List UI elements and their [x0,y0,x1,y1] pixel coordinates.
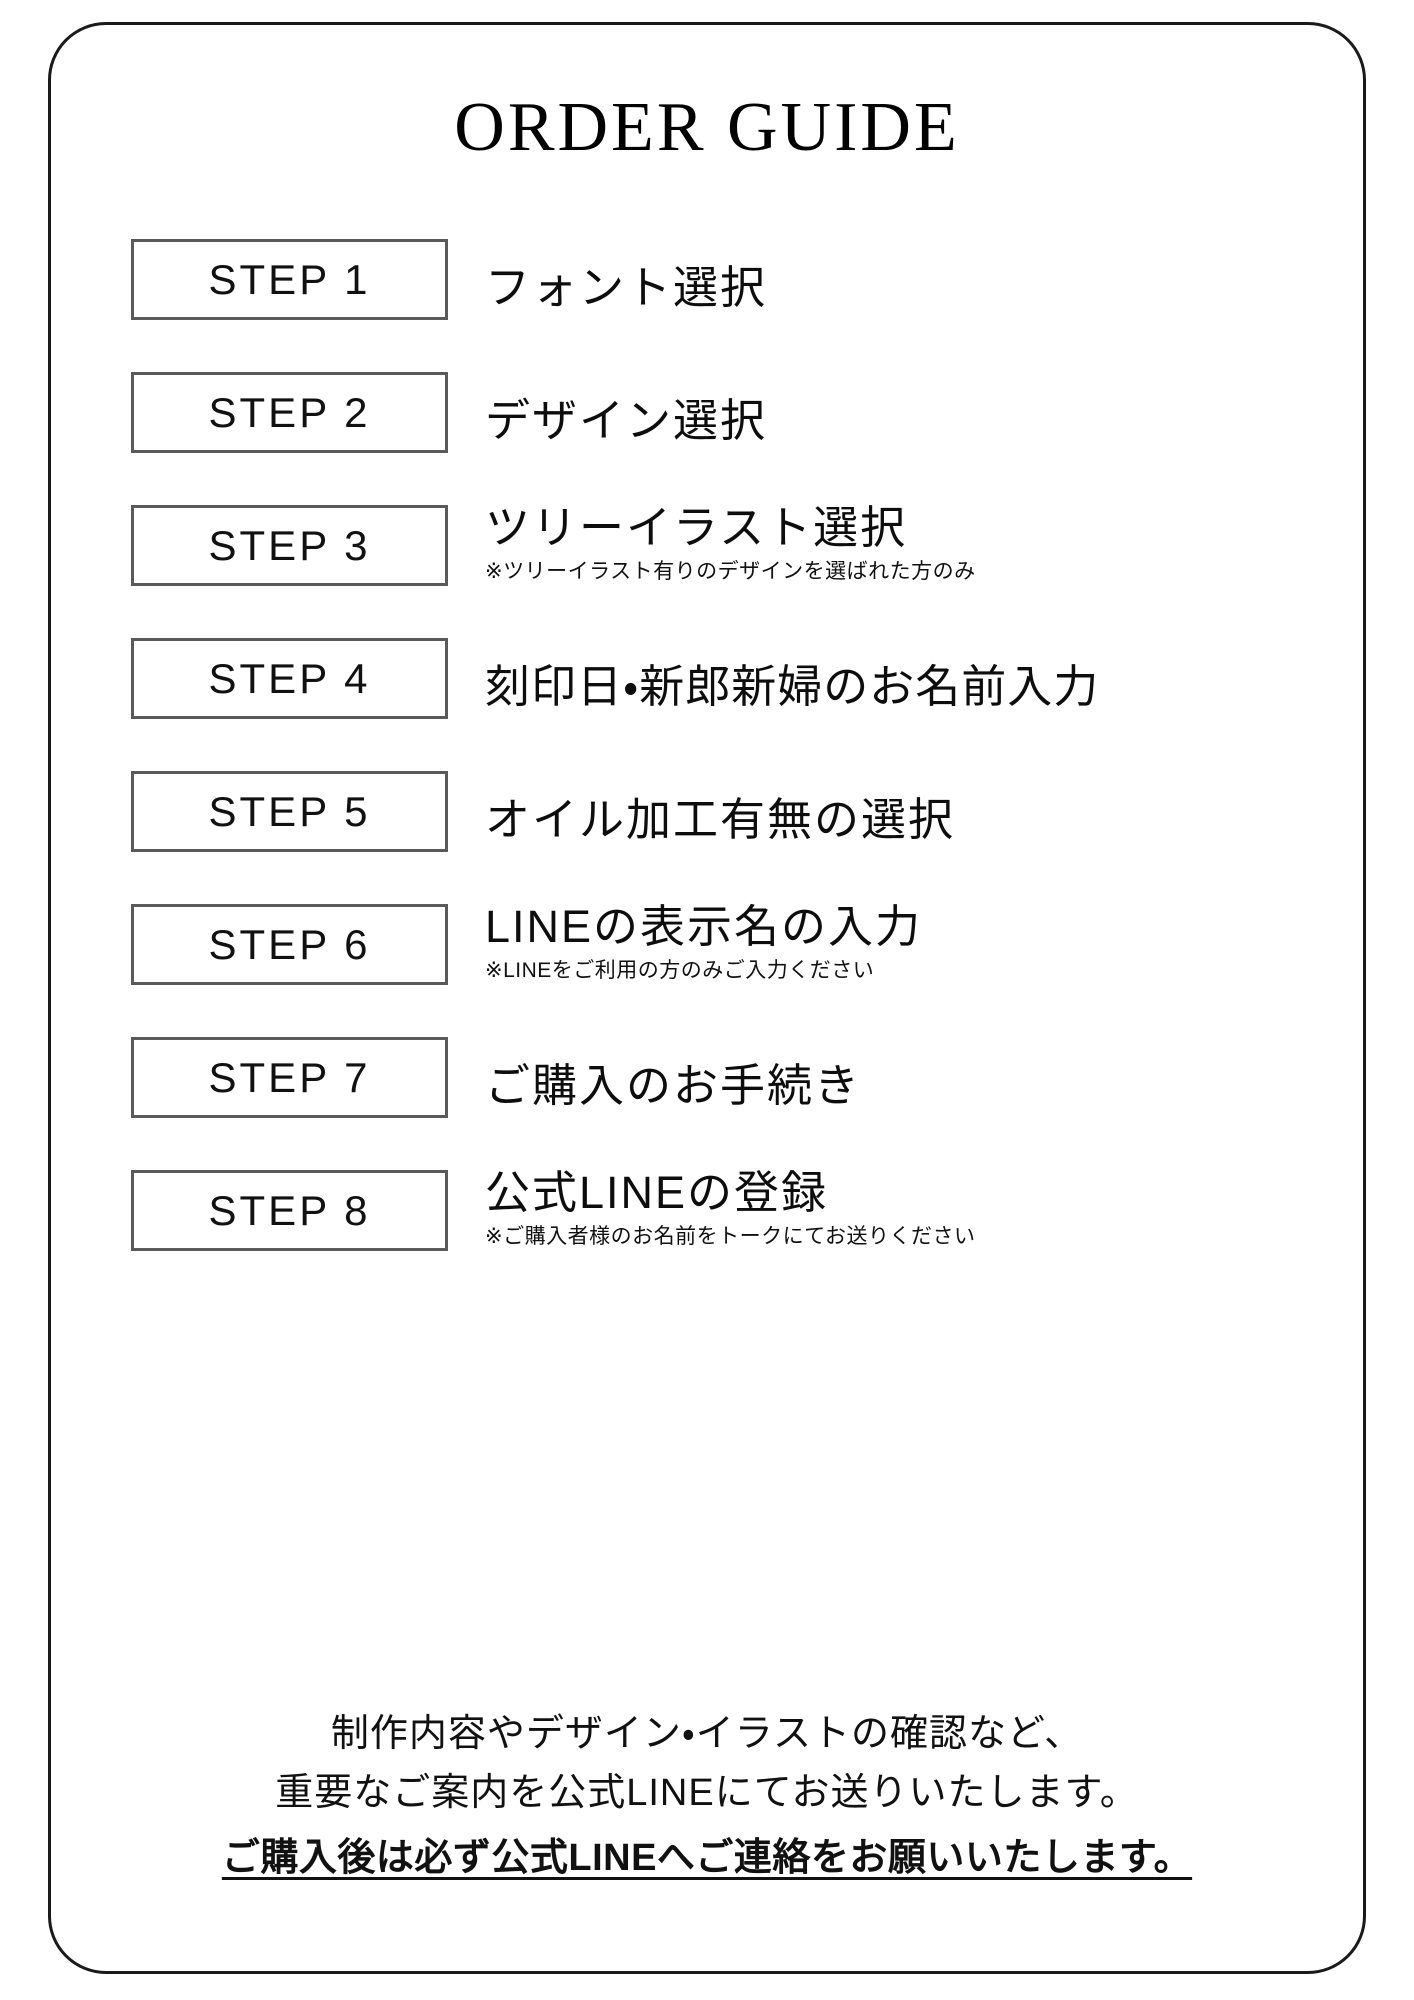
step-note: ※ツリーイラスト有りのデザインを選ばれた方のみ [485,560,976,584]
step-badge-label: STEP 5 [208,787,371,835]
step-badge-7[interactable]: STEP 7 [131,1037,448,1118]
footer-line-emphasis: ご購入後は必ず公式LINEへご連絡をお願いいたします。 [221,1836,1193,1879]
step-title: ご購入のお手続き [485,1059,862,1111]
step-row: STEP 5 オイル加工有無の選択 [83,753,1337,886]
step-text-block: 公式LINEの登録 ※ご購入者様のお名前をトークにてお送りください [485,1152,1337,1299]
step-badge-label: STEP 7 [208,1053,371,1101]
step-badge-label: STEP 3 [208,521,371,569]
step-row: STEP 6 LINEの表示名の入力 ※LINEをご利用の方のみご入力ください [83,886,1337,1019]
step-badge-3[interactable]: STEP 3 [131,505,448,586]
footer-line-1: 制作内容やデザイン・イラストの確認など、 [330,1713,1084,1755]
step-badge-label: STEP 8 [208,1186,371,1234]
step-row: STEP 7 ご購入のお手続き [83,1019,1337,1152]
step-title: 公式LINEの登録 [485,1167,829,1218]
step-text-block: オイル加工有無の選択 [485,753,1337,886]
step-row: STEP 1 フォント選択 [83,221,1337,354]
order-guide-card: ORDER GUIDE STEP 1 フォント選択 STEP 2 デザイン選択 … [48,22,1366,1974]
step-row: STEP 3 ツリーイラスト選択 ※ツリーイラスト有りのデザインを選ばれた方のみ [83,487,1337,620]
step-badge-2[interactable]: STEP 2 [131,372,448,453]
step-badge-label: STEP 1 [208,255,371,303]
step-title: デザイン選択 [485,394,768,446]
step-badge-label: STEP 2 [208,388,371,436]
step-title: ツリーイラスト選択 [485,502,908,553]
step-title: フォント選択 [485,261,768,313]
step-title: 刻印日・新郎新婦のお名前入力 [485,660,1100,712]
step-note: ※ご購入者様のお名前をトークにてお送りください [485,1225,976,1249]
step-badge-1[interactable]: STEP 1 [131,239,448,320]
step-row: STEP 2 デザイン選択 [83,354,1337,487]
step-row: STEP 8 公式LINEの登録 ※ご購入者様のお名前をトークにてお送りください [83,1152,1337,1285]
step-badge-4[interactable]: STEP 4 [131,638,448,719]
footer-notice: 制作内容やデザイン・イラストの確認など、 重要なご案内を公式LINEにてお送りい… [51,1705,1363,1888]
step-text-block: デザイン選択 [485,354,1337,487]
step-text-block: LINEの表示名の入力 ※LINEをご利用の方のみご入力ください [485,886,1337,1033]
step-badge-8[interactable]: STEP 8 [131,1170,448,1251]
step-badge-5[interactable]: STEP 5 [131,771,448,852]
step-badge-6[interactable]: STEP 6 [131,904,448,985]
step-note: ※LINEをご利用の方のみご入力ください [485,959,875,983]
step-title: LINEの表示名の入力 [485,901,923,952]
footer-line-2: 重要なご案内を公式LINEにてお送りいたします。 [275,1771,1139,1814]
step-badge-label: STEP 6 [208,920,371,968]
step-text-block: ご購入のお手続き [485,1019,1337,1152]
step-title: オイル加工有無の選択 [485,793,956,845]
step-text-block: 刻印日・新郎新婦のお名前入力 [485,620,1337,753]
page-title: ORDER GUIDE [454,89,960,166]
steps-list: STEP 1 フォント選択 STEP 2 デザイン選択 STEP 3 ツリーイラ… [83,221,1337,1285]
step-row: STEP 4 刻印日・新郎新婦のお名前入力 [83,620,1337,753]
step-text-block: ツリーイラスト選択 ※ツリーイラスト有りのデザインを選ばれた方のみ [485,487,1337,634]
step-text-block: フォント選択 [485,221,1337,354]
step-badge-label: STEP 4 [208,654,371,702]
